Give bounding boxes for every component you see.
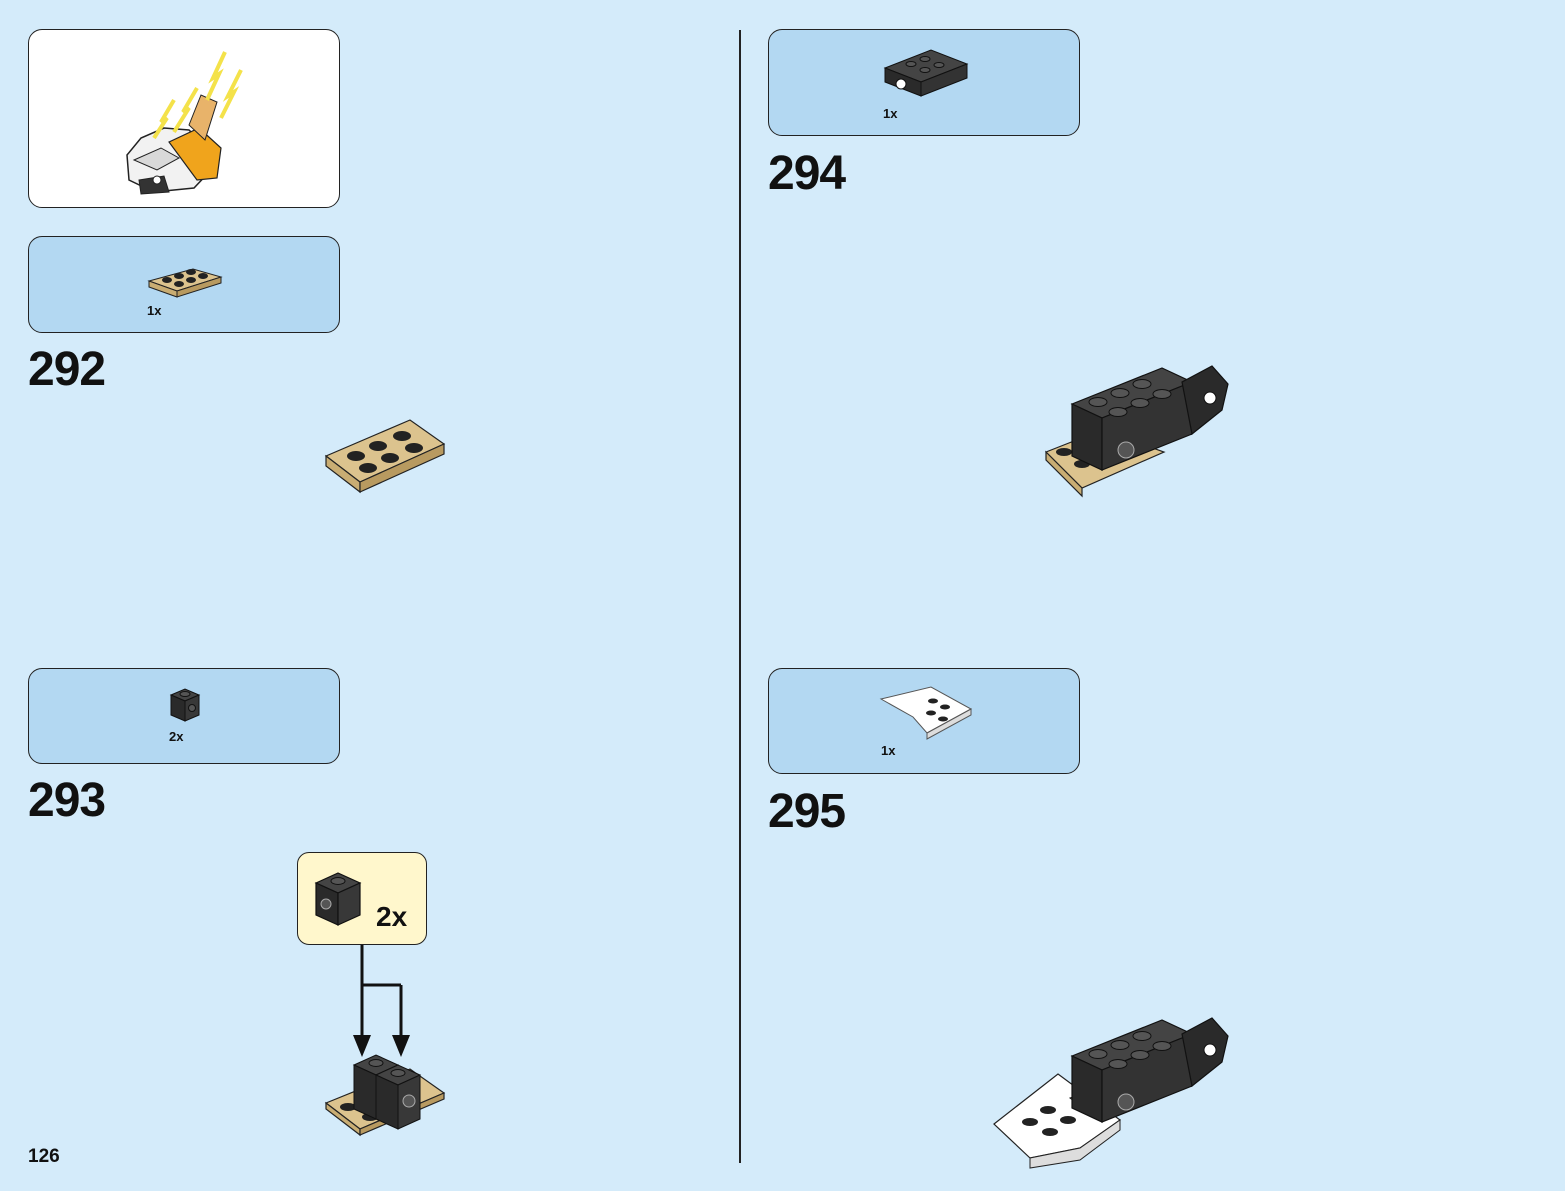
callout-box-293: 2x — [297, 852, 427, 945]
parts-qty-293: 2x — [169, 729, 184, 744]
black-socket-brick-icon — [883, 49, 969, 97]
page-divider — [739, 30, 741, 1163]
page-number: 126 — [28, 1146, 60, 1167]
dragon-head-illustration — [126, 51, 243, 195]
parts-qty-295: 1x — [881, 743, 896, 758]
step-number-292: 292 — [28, 343, 106, 396]
parts-box-295: 1x — [768, 668, 1080, 774]
assembly-step-295 — [993, 1017, 1229, 1169]
parts-qty-292: 1x — [147, 303, 162, 318]
parts-box-294: 1x — [768, 29, 1080, 136]
tan-plate-icon — [147, 268, 223, 298]
parts-qty-294: 1x — [883, 106, 898, 121]
step-number-294: 294 — [768, 147, 846, 200]
black-brick-icon — [169, 688, 201, 722]
step-number-293: 293 — [28, 774, 106, 827]
assembly-step-293 — [324, 1054, 446, 1137]
submodel-preview — [28, 29, 340, 208]
white-wedge-plate-icon — [879, 686, 973, 740]
assembly-step-294 — [1044, 365, 1229, 498]
placement-arrows-293 — [353, 945, 410, 1057]
black-brick-callout-icon — [314, 872, 362, 926]
parts-box-292: 1x — [28, 236, 340, 333]
tan-plate-step-292 — [324, 419, 446, 494]
callout-qty-293: 2x — [376, 901, 408, 932]
parts-box-293: 2x — [28, 668, 340, 764]
step-number-295: 295 — [768, 785, 846, 838]
